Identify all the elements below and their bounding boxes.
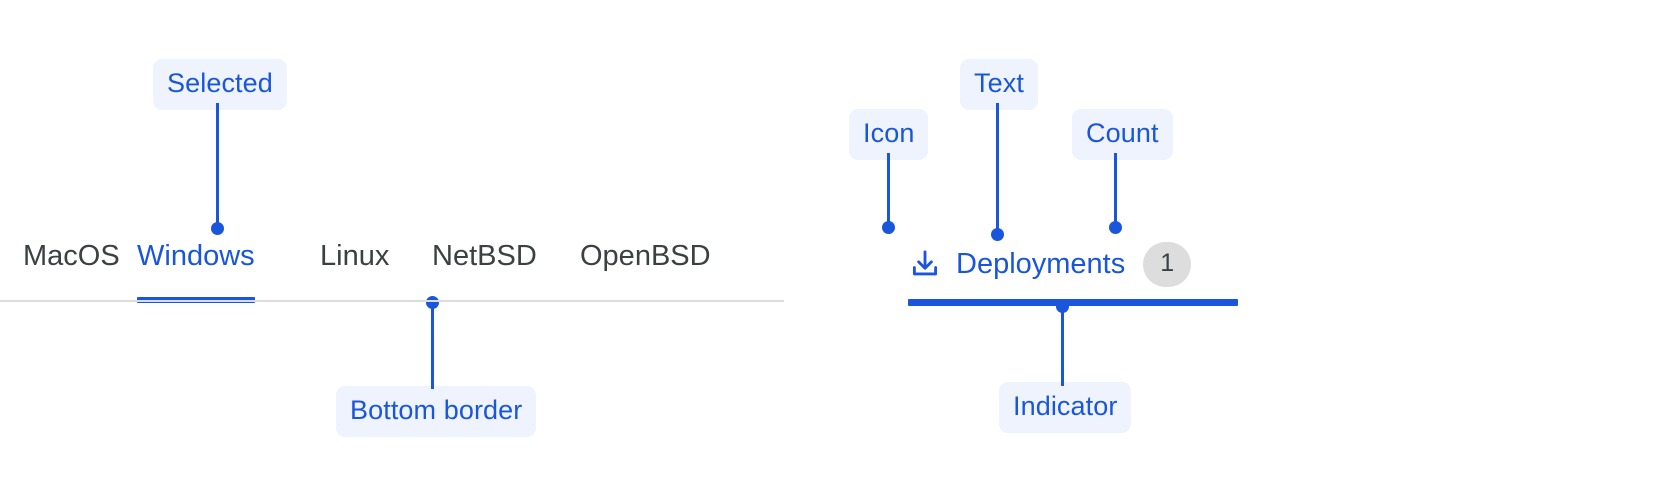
tab-linux[interactable]: Linux <box>320 242 389 302</box>
deployments-tab-row: Deployments 1 <box>908 240 1192 288</box>
leader-dot-count <box>1109 221 1122 234</box>
os-tab-strip: MacOS Windows Linux NetBSD OpenBSD <box>0 240 784 303</box>
callout-count: Count <box>1072 109 1173 160</box>
leader-line-text <box>996 103 999 233</box>
deployments-tab-label: Deployments <box>956 247 1126 280</box>
tab-macos-label: MacOS <box>23 240 120 272</box>
callout-selected: Selected <box>153 59 287 110</box>
tab-windows[interactable]: Windows <box>137 240 255 303</box>
tab-windows-label: Windows <box>137 240 255 272</box>
callout-bottom-border: Bottom border <box>336 386 537 437</box>
tab-netbsd-label: NetBSD <box>432 240 537 272</box>
leader-line-bottom-border <box>431 307 434 389</box>
callout-text: Text <box>960 59 1038 110</box>
tab-openbsd[interactable]: OpenBSD <box>580 242 711 302</box>
download-icon <box>912 250 938 276</box>
leader-dot-icon <box>882 221 895 234</box>
leader-dot-bottom-border <box>426 296 439 309</box>
tab-netbsd[interactable]: NetBSD <box>432 242 537 302</box>
deployments-tab[interactable]: Deployments 1 <box>908 240 1238 306</box>
leader-line-indicator <box>1061 310 1064 386</box>
tab-strip-bottom-border <box>0 300 784 302</box>
leader-dot-text <box>991 228 1004 241</box>
tab-openbsd-label: OpenBSD <box>580 240 711 272</box>
deployments-count-badge: 1 <box>1143 241 1192 287</box>
tab-macos[interactable]: MacOS <box>23 242 120 302</box>
leader-line-selected <box>216 103 219 229</box>
leader-line-count <box>1114 153 1117 227</box>
deployments-tab-indicator <box>908 299 1238 306</box>
tab-linux-label: Linux <box>320 240 390 272</box>
callout-indicator: Indicator <box>999 382 1132 433</box>
leader-line-icon <box>887 153 890 227</box>
callout-icon: Icon <box>849 109 929 160</box>
leader-dot-selected <box>211 222 224 235</box>
